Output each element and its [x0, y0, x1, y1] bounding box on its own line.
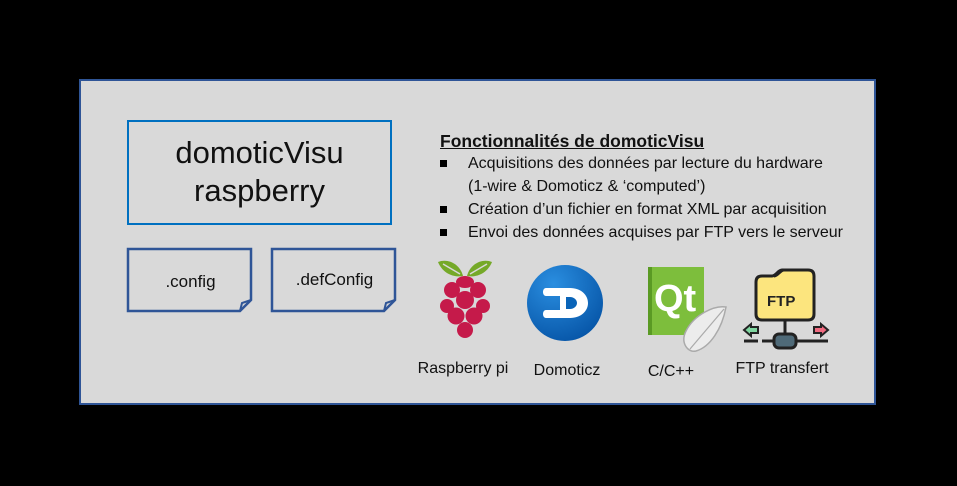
svg-text:Qt: Qt: [654, 278, 697, 320]
tech-label-raspberry: Raspberry pi: [417, 360, 509, 377]
tech-label-ftp: FTP transfert: [735, 360, 829, 377]
qt-icon: Qt: [648, 267, 727, 352]
bullet-icon: [440, 206, 447, 213]
features-list: Acquisitions des données par lecture du …: [440, 152, 843, 244]
feature-item: Création d’un fichier en format XML par …: [440, 198, 843, 221]
tech-label-domoticz: Domoticz: [533, 362, 601, 379]
ftp-folder-icon: FTP: [742, 268, 830, 350]
bullet-icon: [440, 229, 447, 236]
app-title-line2: raspberry: [194, 173, 325, 208]
diagram-panel: [79, 79, 876, 405]
raspberry-pi-icon: [438, 260, 492, 338]
tech-label-qt: C/C++: [647, 363, 695, 380]
file-label: .config: [165, 272, 216, 291]
svg-text:FTP: FTP: [767, 293, 795, 310]
document-fold-icon: [270, 247, 397, 313]
file-defconfig: .defConfig: [270, 247, 397, 313]
feature-item: Envoi des données acquises par FTP vers …: [440, 221, 843, 244]
feature-item: Acquisitions des données par lecture du …: [440, 152, 843, 198]
features-section: Fonctionnalités de domoticVisu Acquisiti…: [440, 130, 843, 244]
document-fold-icon: [126, 247, 253, 313]
features-heading: Fonctionnalités de domoticVisu: [440, 131, 705, 151]
domoticz-icon: [527, 265, 603, 341]
file-config: .config: [126, 247, 253, 313]
app-title-line1: domoticVisu: [175, 135, 344, 170]
app-title-box: domoticVisu raspberry: [127, 120, 392, 225]
bullet-icon: [440, 160, 447, 167]
file-label: .defConfig: [295, 270, 374, 289]
